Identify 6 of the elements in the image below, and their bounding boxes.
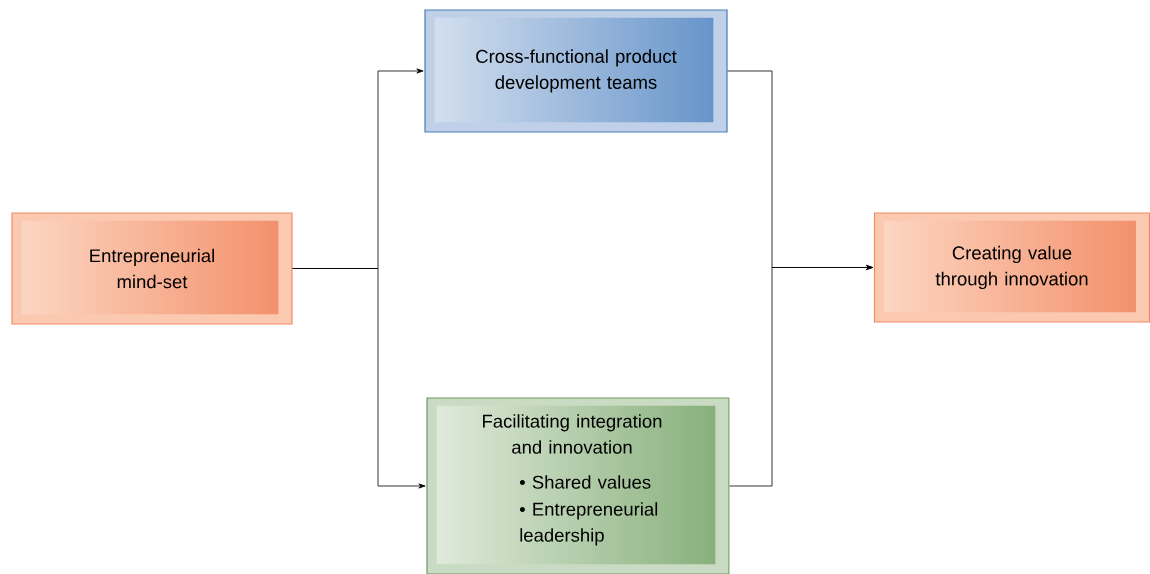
process-box: Cross-functional product development teams [424, 9, 728, 133]
process-box: Creating value through innovation [873, 212, 1150, 323]
arrow [729, 264, 874, 487]
process-box: Facilitating integration and innovation • Shared values • Entrepreneurial leadership [426, 397, 730, 574]
arrow [292, 268, 426, 489]
process-box: Entrepreneurial mind-set [11, 212, 293, 325]
